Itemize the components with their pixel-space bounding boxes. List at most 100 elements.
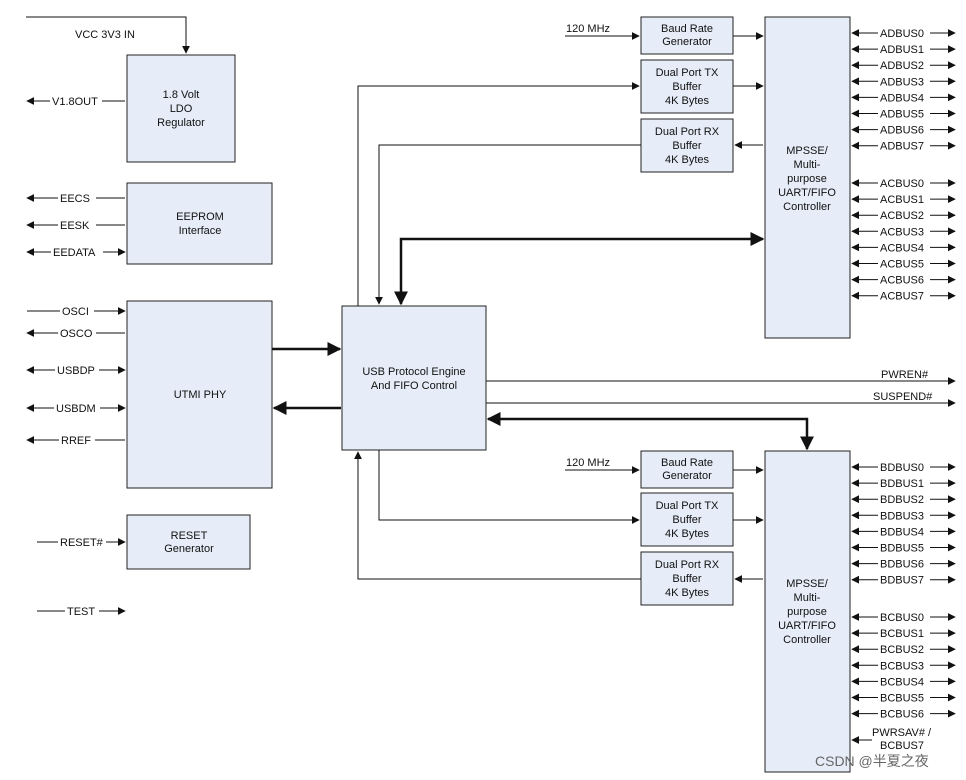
baud-a-line-1: Baud Rate	[661, 23, 713, 35]
eedata-label: EEDATA	[53, 247, 96, 259]
reset-line-2: Generator	[164, 543, 214, 555]
mpsse-b-line-4: UART/FIFO	[778, 620, 836, 632]
pwren-label: PWREN#	[881, 369, 929, 381]
tx-b-line-2: Buffer	[672, 514, 701, 526]
test-label: TEST	[67, 606, 95, 618]
ldo-regulator-block: 1.8 Volt LDO Regulator	[126, 54, 236, 163]
tx-b-line-3: 4K Bytes	[665, 528, 710, 540]
mpsse-b-line-2: Multi-	[794, 592, 821, 604]
acbus-pin-label-2: ACBUS2	[880, 210, 924, 222]
bdbus-pin-label-4: BDBUS4	[880, 526, 924, 538]
eecs-label: EECS	[60, 193, 90, 205]
tx-a-line-2: Buffer	[672, 81, 701, 93]
rx-a-line-1: Dual Port RX	[655, 126, 720, 138]
usbdm-label: USBDM	[56, 403, 96, 415]
adbus-pin-label-2: ADBUS2	[880, 60, 924, 72]
pwrsav-line-2: BCBUS7	[880, 740, 924, 752]
rx-buffer-b: Dual Port RX Buffer 4K Bytes	[640, 551, 734, 606]
bdbus-pin-label-2: BDBUS2	[880, 494, 924, 506]
reset-generator-block: RESET Generator	[126, 514, 251, 570]
watermark: CSDN @半夏之夜	[815, 753, 929, 769]
eeprom-interface-block: EEPROM Interface	[126, 182, 273, 265]
bdbus-pin-label-1: BDBUS1	[880, 478, 924, 490]
osci-label: OSCI	[62, 306, 89, 318]
vcc-label: VCC 3V3 IN	[75, 29, 135, 41]
ldo-line-3: Regulator	[157, 117, 205, 129]
acbus-pin-label-6: ACBUS6	[880, 275, 924, 287]
bcbus-pin-label-6: BCBUS6	[880, 709, 924, 721]
utmi-label: UTMI PHY	[174, 389, 227, 401]
mpsse-a-line-5: Controller	[783, 201, 831, 213]
adbus-pin-label-7: ADBUS7	[880, 141, 924, 153]
tx-b-line-1: Dual Port TX	[656, 500, 719, 512]
eesk-label: EESK	[60, 220, 90, 232]
ldo-line-1: 1.8 Volt	[163, 89, 200, 101]
baud-b-line-1: Baud Rate	[661, 457, 713, 469]
clk-a-label: 120 MHz	[566, 23, 610, 35]
rx-b-line-1: Dual Port RX	[655, 559, 720, 571]
v18out-label: V1.8OUT	[52, 96, 98, 108]
eeprom-line-2: Interface	[179, 225, 222, 237]
tx-a-line-1: Dual Port TX	[656, 67, 719, 79]
acbus-pin-label-1: ACBUS1	[880, 194, 924, 206]
clk-b-label: 120 MHz	[566, 457, 610, 469]
mpsse-a-line-4: UART/FIFO	[778, 187, 836, 199]
bdbus-pin-label-7: BDBUS7	[880, 575, 924, 587]
mpsse-controller-b: MPSSE/ Multi- purpose UART/FIFO Controll…	[764, 450, 851, 773]
usb-line-1: USB Protocol Engine	[362, 366, 465, 378]
adbus-pin-label-1: ADBUS1	[880, 44, 924, 56]
baud-rate-generator-b: Baud Rate Generator	[640, 450, 734, 489]
mpsse-a-line-1: MPSSE/	[786, 145, 829, 157]
baud-b-line-2: Generator	[662, 470, 712, 482]
pin-labels: ADBUS0ADBUS1ADBUS2ADBUS3ADBUS4ADBUS5ADBU…	[851, 26, 956, 721]
bdbus-pin-label-0: BDBUS0	[880, 462, 924, 474]
adbus-pin-label-6: ADBUS6	[880, 125, 924, 137]
tx-buffer-a: Dual Port TX Buffer 4K Bytes	[640, 59, 734, 114]
acbus-pin-label-4: ACBUS4	[880, 242, 924, 254]
ldo-line-2: LDO	[170, 103, 193, 115]
adbus-pin-label-4: ADBUS4	[880, 92, 924, 104]
reset-line-1: RESET	[171, 530, 208, 542]
pwrsav-line-1: PWRSAV# /	[872, 727, 932, 739]
acbus-pin-label-0: ACBUS0	[880, 178, 924, 190]
bdbus-pin-label-5: BDBUS5	[880, 543, 924, 555]
acbus-pin-label-3: ACBUS3	[880, 226, 924, 238]
bdbus-pin-label-3: BDBUS3	[880, 510, 924, 522]
rx-b-line-3: 4K Bytes	[665, 587, 710, 599]
bcbus-pin-label-4: BCBUS4	[880, 676, 924, 688]
tx-a-line-3: 4K Bytes	[665, 95, 710, 107]
rx-a-line-3: 4K Bytes	[665, 154, 710, 166]
rx-buffer-a: Dual Port RX Buffer 4K Bytes	[640, 118, 734, 173]
rx-a-line-2: Buffer	[672, 140, 701, 152]
acbus-pin-label-7: ACBUS7	[880, 291, 924, 303]
baud-a-line-2: Generator	[662, 36, 712, 48]
reset-label: RESET#	[60, 537, 104, 549]
adbus-pin-label-0: ADBUS0	[880, 28, 924, 40]
bcbus-pin-label-5: BCBUS5	[880, 693, 924, 705]
rx-b-line-2: Buffer	[672, 573, 701, 585]
mpsse-b-line-1: MPSSE/	[786, 578, 829, 590]
osco-label: OSCO	[60, 328, 93, 340]
mpsse-b-line-5: Controller	[783, 634, 831, 646]
mpsse-a-line-3: purpose	[787, 173, 827, 185]
utmi-phy-block: UTMI PHY	[126, 300, 273, 489]
adbus-pin-label-3: ADBUS3	[880, 76, 924, 88]
eeprom-line-1: EEPROM	[176, 211, 224, 223]
bcbus-pin-label-3: BCBUS3	[880, 660, 924, 672]
tx-buffer-b: Dual Port TX Buffer 4K Bytes	[640, 492, 734, 547]
bcbus-pin-label-1: BCBUS1	[880, 628, 924, 640]
mpsse-controller-a: MPSSE/ Multi- purpose UART/FIFO Controll…	[764, 16, 851, 339]
suspend-label: SUSPEND#	[873, 391, 933, 403]
usb-line-2: And FIFO Control	[371, 380, 457, 392]
usb-protocol-engine-block: USB Protocol Engine And FIFO Control	[341, 305, 487, 451]
mpsse-a-line-2: Multi-	[794, 159, 821, 171]
bcbus-pin-label-2: BCBUS2	[880, 644, 924, 656]
usbdp-label: USBDP	[57, 365, 95, 377]
acbus-pin-label-5: ACBUS5	[880, 259, 924, 271]
mpsse-b-line-3: purpose	[787, 606, 827, 618]
adbus-pin-label-5: ADBUS5	[880, 109, 924, 121]
rref-label: RREF	[61, 435, 91, 447]
baud-rate-generator-a: Baud Rate Generator	[640, 16, 734, 55]
